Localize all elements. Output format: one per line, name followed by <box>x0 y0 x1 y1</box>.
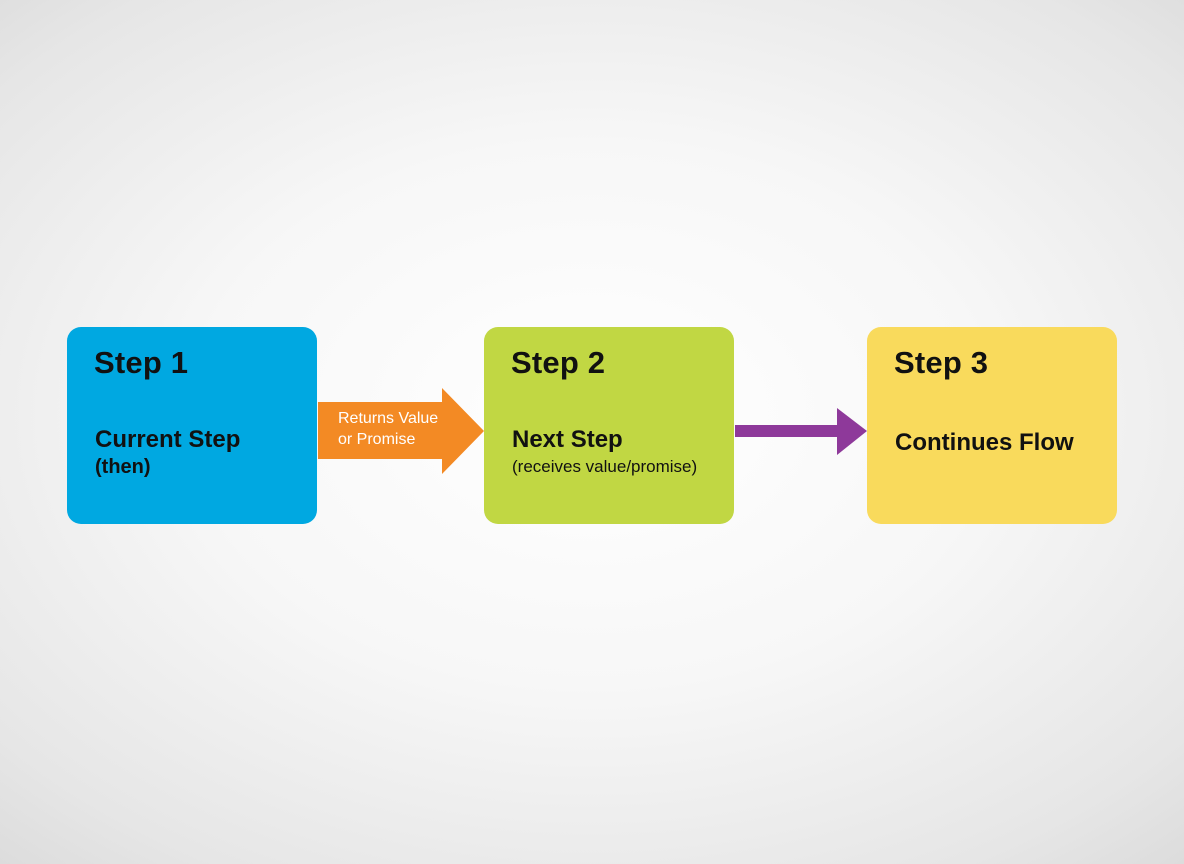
step-2-box: Step 2 Next Step (receives value/promise… <box>484 327 734 524</box>
returns-arrow-label-line-1: Returns Value <box>338 410 439 427</box>
continue-arrow <box>735 408 867 455</box>
step-1-title: Step 1 <box>94 345 189 380</box>
step-1-box: Step 1 Current Step (then) <box>67 327 317 524</box>
step-2-sublabel: (receives value/promise) <box>512 457 698 476</box>
step-3-box: Step 3 Continues Flow <box>867 327 1117 524</box>
step-1-label: Current Step <box>95 426 241 453</box>
step-3-title: Step 3 <box>894 345 989 380</box>
step-2-label: Next Step <box>512 426 623 453</box>
step-3-label: Continues Flow <box>895 429 1074 456</box>
step-1-sublabel: (then) <box>95 456 151 478</box>
step-2-title: Step 2 <box>511 345 606 380</box>
returns-arrow-label-line-2: or Promise <box>338 431 416 448</box>
